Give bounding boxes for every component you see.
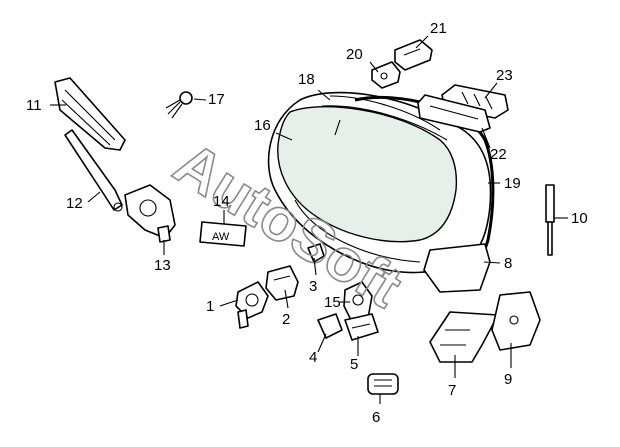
callout-16: 16 bbox=[254, 117, 271, 134]
roof-edge-line bbox=[329, 95, 441, 131]
part-2-handle bbox=[265, 265, 299, 301]
callout-12: 12 bbox=[66, 195, 83, 212]
callout-20: 20 bbox=[346, 46, 363, 63]
wiper-stub bbox=[334, 119, 341, 136]
callout-5: 5 bbox=[350, 356, 358, 373]
part-20-hinge bbox=[371, 61, 401, 89]
part-17-washer-jet bbox=[165, 91, 193, 119]
part-5-striker bbox=[344, 313, 379, 341]
callout-10: 10 bbox=[571, 210, 588, 227]
part-1-lock-cylinder bbox=[235, 281, 269, 329]
part-6-plate-light bbox=[367, 373, 399, 395]
part-21-hinge-bracket bbox=[394, 39, 433, 71]
lower-sill-line bbox=[294, 199, 421, 263]
badge-lettering: AW bbox=[212, 231, 230, 243]
callout-8: 8 bbox=[504, 255, 512, 272]
callout-1: 1 bbox=[206, 298, 214, 315]
part-4-bracket bbox=[317, 313, 343, 339]
callout-numbers: 1 2 3 4 5 6 7 8 9 10 11 12 13 14 15 16 1… bbox=[26, 20, 588, 426]
callout-18: 18 bbox=[298, 71, 315, 88]
part-13-wiper-motor bbox=[124, 184, 176, 243]
part-9-trim-piece bbox=[491, 291, 541, 351]
part-14-badge: AW bbox=[199, 221, 247, 247]
callout-6: 6 bbox=[372, 409, 380, 426]
callout-14: 14 bbox=[213, 193, 230, 210]
roof-edge-inner bbox=[321, 105, 448, 141]
part-8-trim-cover bbox=[423, 243, 491, 293]
part-22-light-cover bbox=[417, 94, 491, 133]
callout-9: 9 bbox=[504, 371, 512, 388]
callout-21: 21 bbox=[430, 20, 447, 37]
callout-11: 11 bbox=[26, 97, 42, 114]
callout-13: 13 bbox=[154, 257, 171, 274]
tailgate-glass-16 bbox=[277, 106, 458, 243]
callout-4: 4 bbox=[309, 349, 317, 366]
leader-lines bbox=[50, 35, 568, 404]
part-11-spoiler bbox=[54, 77, 126, 151]
callout-23: 23 bbox=[496, 67, 513, 84]
callout-15: 15 bbox=[324, 294, 341, 311]
callout-3: 3 bbox=[309, 278, 317, 295]
part-7-trim-panel bbox=[429, 311, 499, 363]
callout-7: 7 bbox=[448, 382, 456, 399]
part-3-clip bbox=[307, 243, 325, 263]
part-10-gas-spring bbox=[545, 184, 555, 256]
callout-17: 17 bbox=[208, 91, 225, 108]
part-12-support-strut bbox=[64, 129, 123, 212]
callout-22: 22 bbox=[490, 146, 507, 163]
callout-19: 19 bbox=[504, 175, 521, 192]
callout-2: 2 bbox=[282, 311, 290, 328]
